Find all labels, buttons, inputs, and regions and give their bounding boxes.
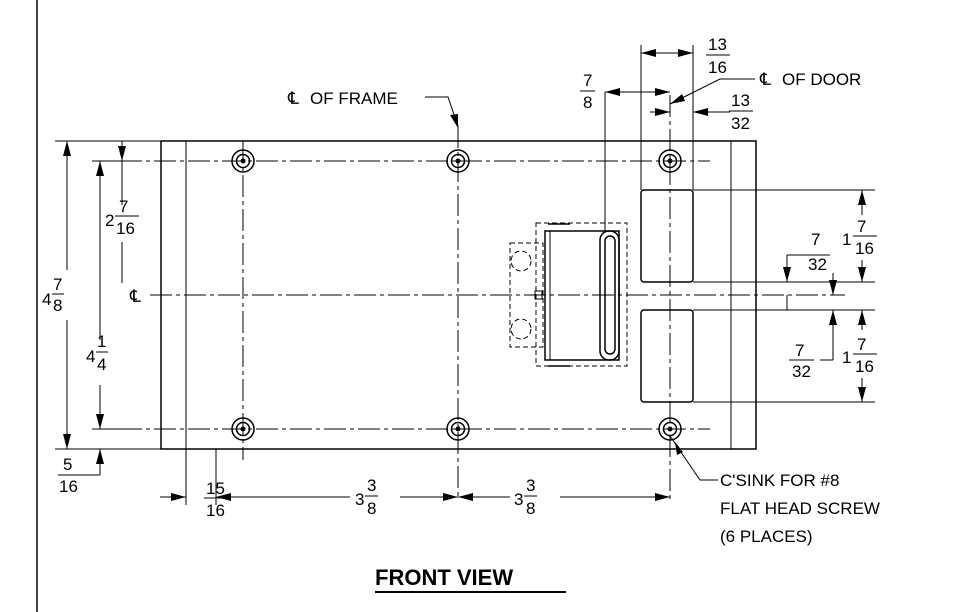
dim-text-overall-height: 4 7 8 [42, 275, 64, 315]
svg-text:7: 7 [795, 341, 804, 360]
svg-text:2: 2 [105, 211, 114, 230]
dim-door-half [650, 108, 730, 116]
svg-text:5: 5 [63, 455, 72, 474]
cl-door-symbol: ℄ [759, 70, 771, 89]
svg-text:4: 4 [97, 355, 106, 374]
dim-text-hole-spacing-h2: 3 3 8 [514, 476, 537, 518]
dim-horizontal-chain [160, 449, 670, 505]
dim-text-door-half: 13 32 [729, 91, 753, 133]
door-window-top [640, 189, 694, 283]
svg-text:1: 1 [97, 332, 106, 351]
svg-text:7: 7 [811, 230, 820, 249]
svg-text:16: 16 [855, 239, 874, 258]
svg-text:8: 8 [53, 296, 62, 315]
screw-hole-bottom-left [231, 417, 255, 441]
csink-note-line1: C'SINK FOR #8 [720, 471, 839, 490]
dim-door-gap-top [783, 254, 837, 295]
svg-text:13: 13 [731, 91, 750, 110]
svg-text:16: 16 [116, 219, 135, 238]
dim-door-height-top [693, 189, 875, 283]
dim-hole-to-centerline [118, 141, 126, 283]
leader-cl-door [669, 78, 755, 105]
screw-hole-bottom-right [658, 417, 682, 441]
svg-text:32: 32 [808, 255, 827, 274]
svg-text:32: 32 [731, 114, 750, 133]
svg-text:32: 32 [792, 362, 811, 381]
dim-text-door-width: 13 16 [706, 35, 730, 77]
csink-note-line2: FLAT HEAD SCREW [720, 499, 880, 518]
svg-text:8: 8 [583, 93, 592, 112]
cl-door-label: OF DOOR [782, 70, 861, 89]
dim-text-door-height-top: 1 7 16 [842, 217, 877, 258]
screw-hole-bottom-mid [446, 417, 470, 441]
dim-text-latch-offset: 7 8 [580, 71, 595, 112]
svg-text:7: 7 [119, 197, 128, 216]
svg-text:3: 3 [367, 476, 376, 495]
leader-cl-frame [425, 96, 459, 127]
dim-text-door-gap-bottom: 7 32 [789, 341, 814, 381]
screw-hole-top-mid [446, 149, 470, 173]
svg-text:1: 1 [842, 230, 851, 249]
dim-text-hole-spacing-vertical: 4 1 4 [86, 332, 108, 374]
cl-frame-label: OF FRAME [310, 89, 398, 108]
svg-text:7: 7 [857, 335, 866, 354]
screw-holes [231, 149, 682, 441]
svg-text:7: 7 [857, 217, 866, 236]
svg-text:16: 16 [708, 58, 727, 77]
svg-text:13: 13 [708, 35, 727, 54]
svg-text:3: 3 [526, 476, 535, 495]
svg-text:16: 16 [206, 501, 225, 520]
dim-door-height-bottom [693, 309, 875, 403]
dim-text-bottom-offset: 5 16 [58, 455, 78, 496]
screw-hole-top-left [231, 149, 255, 173]
dim-text-left-offset: 15 16 [204, 479, 225, 520]
svg-text:8: 8 [526, 499, 535, 518]
dim-bottom-offset [76, 449, 104, 476]
screw-hole-top-right [658, 149, 682, 173]
leader-csink [669, 435, 718, 481]
dim-text-door-gap-top: 7 32 [805, 230, 830, 274]
svg-text:3: 3 [514, 490, 523, 509]
dim-text-door-height-bottom: 1 7 16 [842, 335, 877, 376]
dim-hole-spacing-vertical [92, 160, 125, 430]
dim-overall-height [55, 140, 161, 450]
svg-text:16: 16 [59, 477, 78, 496]
dim-text-hole-to-centerline: 2 7 16 [105, 197, 139, 238]
svg-text:16: 16 [855, 357, 874, 376]
csink-note-line3: (6 PLACES) [720, 527, 813, 546]
cl-frame-symbol: ℄ [287, 89, 299, 108]
svg-text:8: 8 [367, 499, 376, 518]
svg-text:15: 15 [206, 479, 225, 498]
svg-text:4: 4 [42, 290, 51, 309]
latch-assembly [509, 92, 628, 367]
view-title: FRONT VIEW [375, 565, 513, 590]
dim-latch-offset [605, 88, 670, 96]
dim-text-hole-spacing-h1: 3 3 8 [355, 476, 378, 518]
door-window-bottom [640, 309, 694, 403]
dim-door-width [640, 45, 694, 190]
svg-text:4: 4 [86, 347, 95, 366]
svg-text:3: 3 [355, 490, 364, 509]
svg-text:7: 7 [53, 275, 62, 294]
svg-text:1: 1 [842, 348, 851, 367]
cl-center-symbol: ℄ [129, 287, 141, 306]
svg-text:7: 7 [583, 71, 592, 90]
dim-door-gap-bottom [786, 295, 837, 361]
